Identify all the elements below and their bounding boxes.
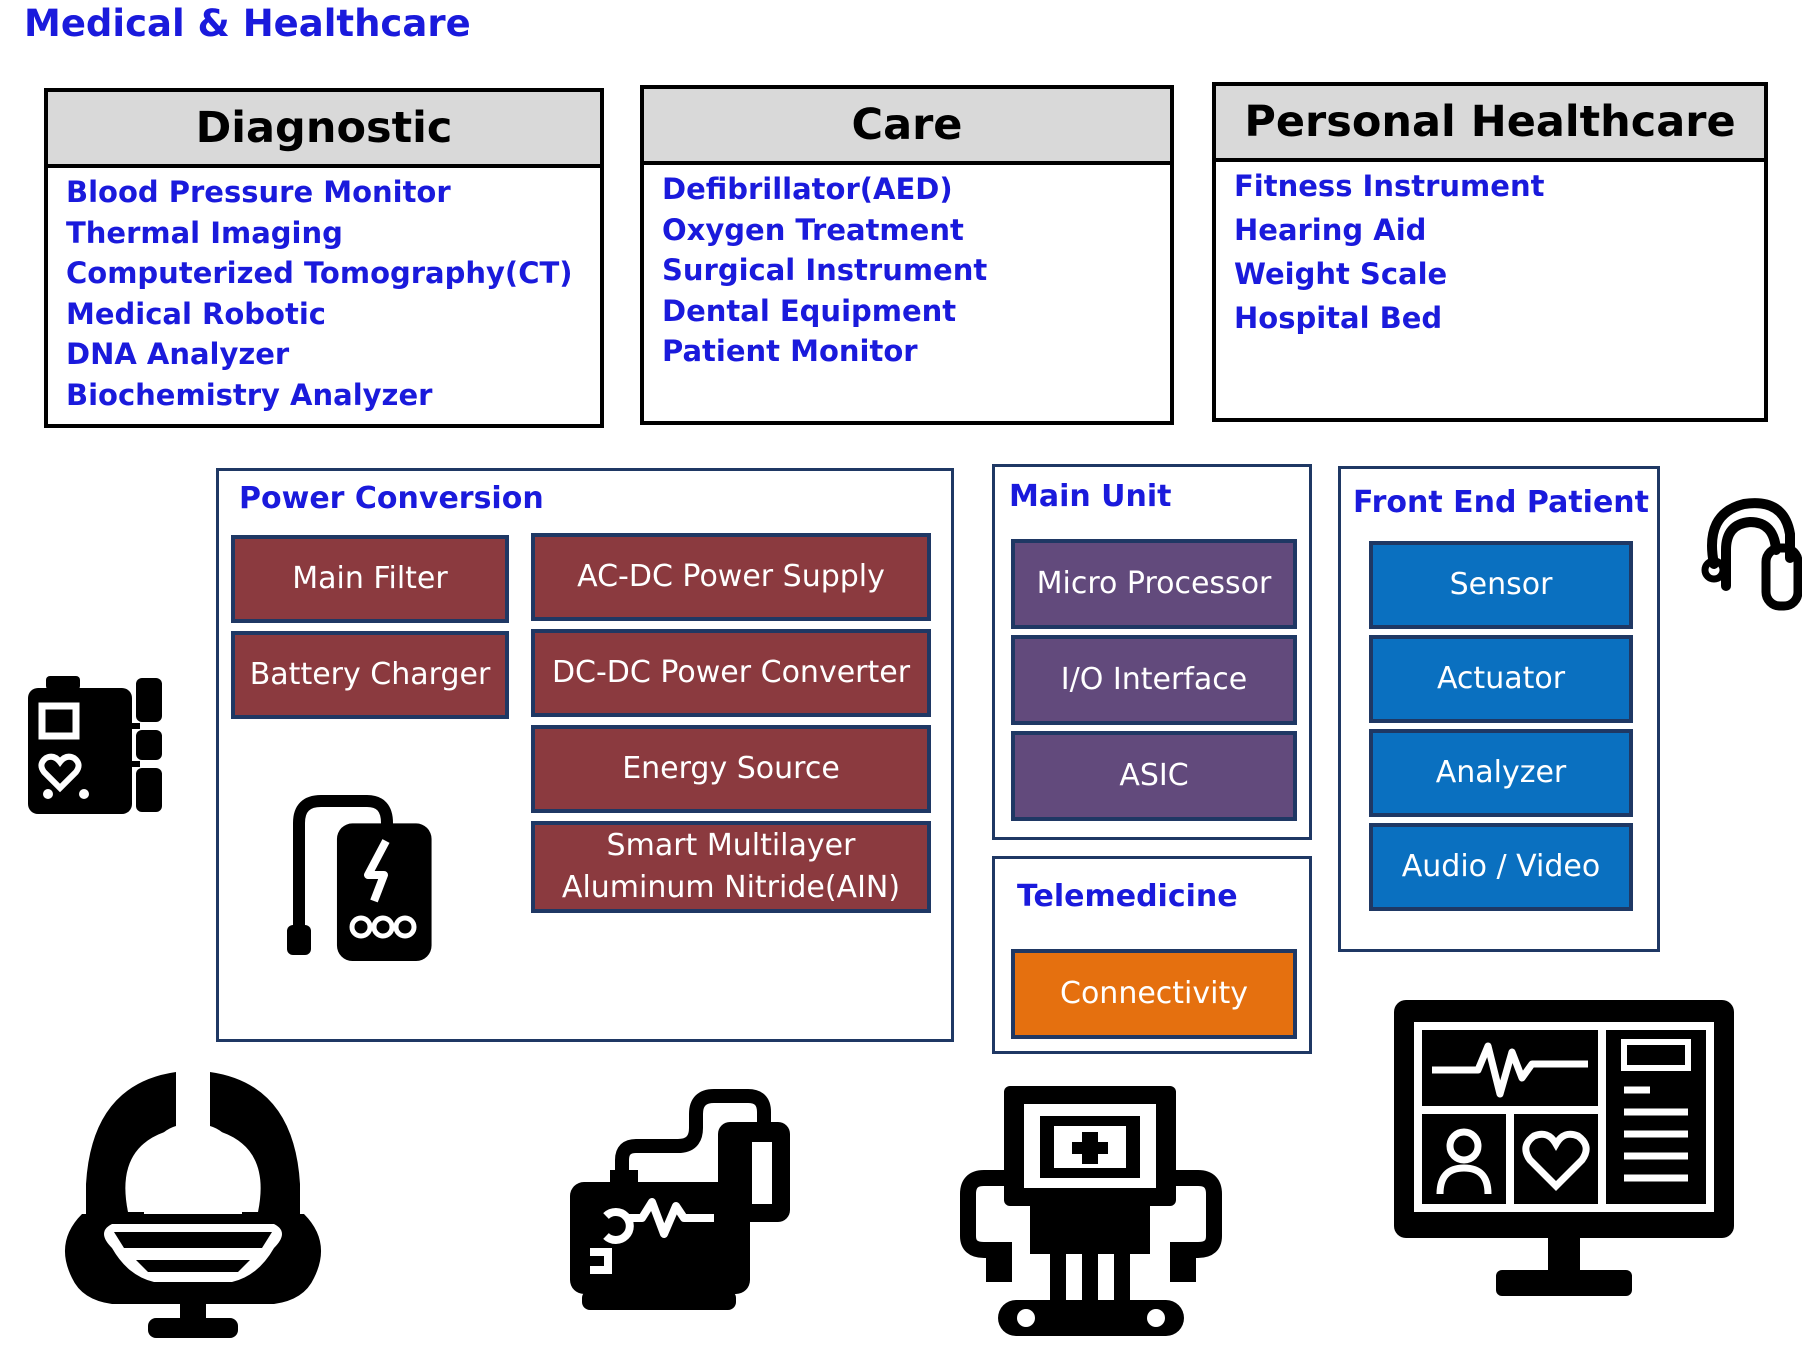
block-line: Smart Multilayer — [606, 828, 856, 863]
category-heading: Care — [644, 89, 1170, 165]
category-heading: Diagnostic — [48, 92, 600, 168]
battery-pack-icon — [287, 795, 432, 961]
category-diagnostic: Diagnostic Blood Pressure Monitor Therma… — [44, 88, 604, 428]
io-interface-block: I/O Interface — [1011, 635, 1297, 725]
list-item: Patient Monitor — [662, 334, 918, 368]
main-unit-panel: Main Unit Micro Processor I/O Interface … — [992, 464, 1312, 840]
ac-dc-power-supply-block: AC-DC Power Supply — [531, 533, 931, 621]
medical-robot-icon — [960, 1086, 1222, 1336]
list-item: DNA Analyzer — [66, 337, 290, 371]
list-item: Blood Pressure Monitor — [66, 175, 451, 209]
panel-label: Power Conversion — [239, 481, 544, 516]
audio-video-block: Audio / Video — [1369, 823, 1633, 911]
panel-label: Telemedicine — [1017, 879, 1238, 914]
panel-label: Front End Patient — [1353, 485, 1649, 520]
page-title: Medical & Healthcare — [24, 2, 471, 45]
list-item: Medical Robotic — [66, 296, 326, 331]
hearing-aid-icon — [1701, 498, 1802, 611]
main-filter-block: Main Filter — [231, 535, 509, 623]
actuator-block: Actuator — [1369, 635, 1633, 723]
list-item: Biochemistry Analyzer — [66, 377, 433, 412]
asic-block: ASIC — [1011, 731, 1297, 821]
power-conversion-panel: Power Conversion Main Filter Battery Cha… — [216, 468, 954, 1042]
energy-source-block: Energy Source — [531, 725, 931, 813]
list-item: Computerized Tomography(CT) — [66, 256, 573, 290]
micro-processor-block: Micro Processor — [1011, 539, 1297, 629]
list-item: Thermal Imaging — [66, 215, 343, 250]
list-item: Defibrillator(AED) — [662, 172, 953, 206]
front-end-patient-panel: Front End Patient Sensor Actuator Analyz… — [1338, 466, 1660, 952]
analyzer-block: Analyzer — [1369, 729, 1633, 817]
wearable-monitor-icon — [28, 676, 162, 814]
defibrillator-icon — [570, 1089, 790, 1310]
list-item: Dental Equipment — [662, 293, 957, 328]
dc-dc-power-converter-block: DC-DC Power Converter — [531, 629, 931, 717]
sensor-block: Sensor — [1369, 541, 1633, 629]
telemedicine-panel: Telemedicine Connectivity — [992, 856, 1312, 1054]
list-item: Hospital Bed — [1234, 301, 1443, 335]
category-care: Care Defibrillator(AED) Oxygen Treatment… — [640, 85, 1174, 425]
category-personal-healthcare: Personal Healthcare Fitness Instrument H… — [1212, 82, 1768, 422]
smart-multilayer-ain-block: Smart Multilayer Aluminum Nitride(AIN) — [531, 821, 931, 913]
ct-scanner-icon — [64, 1072, 322, 1338]
list-item: Hearing Aid — [1234, 213, 1427, 247]
telemedicine-monitor-icon — [1394, 1000, 1734, 1296]
list-item: Fitness Instrument — [1234, 169, 1545, 203]
connectivity-block: Connectivity — [1011, 949, 1297, 1039]
list-item: Oxygen Treatment — [662, 212, 964, 247]
list-item: Weight Scale — [1234, 257, 1448, 291]
battery-charger-block: Battery Charger — [231, 631, 509, 719]
category-heading: Personal Healthcare — [1216, 86, 1764, 162]
list-item: Surgical Instrument — [662, 253, 988, 287]
panel-label: Main Unit — [1009, 479, 1172, 514]
block-line: Aluminum Nitride(AIN) — [561, 870, 901, 905]
